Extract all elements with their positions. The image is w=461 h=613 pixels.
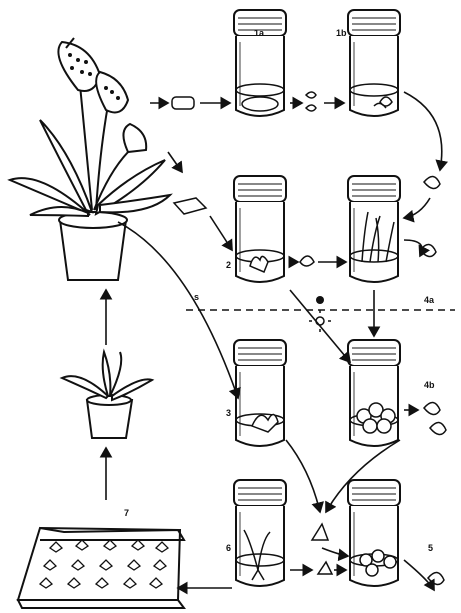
explant-mass-1a <box>242 97 278 111</box>
label-6: 6 <box>226 543 231 553</box>
transfer-pieces-2 <box>300 256 314 266</box>
label-1a: 1a <box>254 28 265 38</box>
label-3: 3 <box>226 408 231 418</box>
label-2: 2 <box>226 260 231 270</box>
explant-piece <box>172 97 194 109</box>
plantlet-6-out <box>318 562 332 574</box>
dark-symbol <box>316 296 324 304</box>
shoot-bunch-4b <box>424 402 446 434</box>
label-4b: 4b <box>424 380 435 390</box>
tube-6 <box>234 480 286 586</box>
leaf-disc <box>174 198 206 214</box>
tube-3 <box>234 340 286 446</box>
label-1b: 1b <box>336 28 347 38</box>
callus-pieces <box>306 92 316 111</box>
shoot-bunch-1b <box>424 176 440 188</box>
label-7: 7 <box>124 508 129 518</box>
single-plantlet <box>312 524 328 540</box>
label-5: 5 <box>428 543 433 553</box>
mother-plant <box>10 38 170 280</box>
tube-1b <box>348 10 400 116</box>
young-plant <box>62 352 152 438</box>
light-symbol <box>309 310 331 332</box>
plantlet-tray <box>18 528 184 608</box>
label-4a: 4a <box>424 295 435 305</box>
plantlet-5-out <box>428 572 444 584</box>
label-s: s <box>194 292 199 302</box>
